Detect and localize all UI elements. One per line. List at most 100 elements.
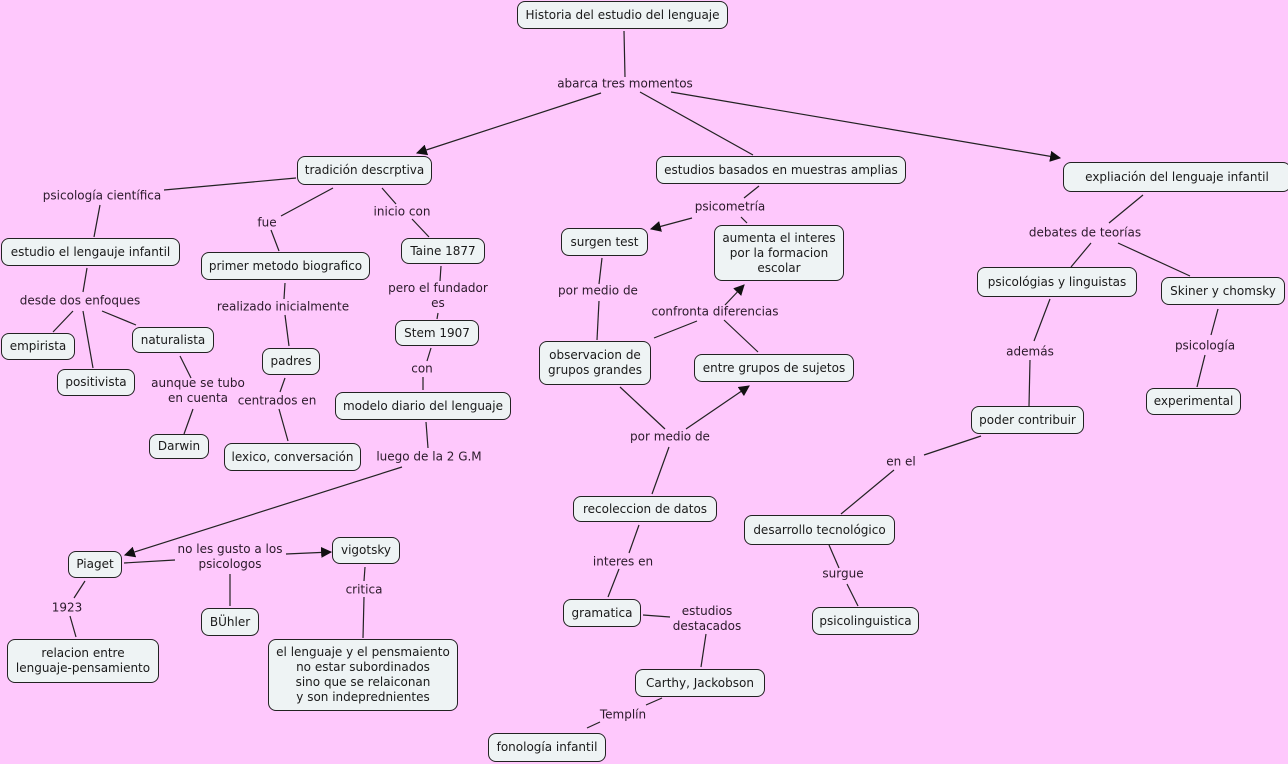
link-line [1028, 359, 1031, 407]
link-line [1108, 194, 1144, 224]
concept-psicolinguistica[interactable]: psicolinguistica [812, 607, 919, 635]
concept-poder-contribuir[interactable]: poder contribuir [971, 406, 1084, 434]
link-phrase[interactable]: pero el fundador es [388, 281, 488, 310]
link-phrase[interactable]: critica [345, 582, 383, 597]
link-line [1070, 242, 1092, 268]
concept-empirista[interactable]: empirista [1, 333, 75, 360]
link-phrase[interactable]: surgue [822, 566, 864, 581]
concept-skiner-chomsky[interactable]: Skiner y chomsky [1161, 277, 1285, 305]
link-line [73, 580, 86, 599]
link-line [651, 446, 670, 495]
concept-primer-metodo-biografico[interactable]: primer metodo biografico [201, 252, 370, 280]
link-phrase[interactable]: 1923 [51, 600, 83, 615]
link-phrase[interactable]: debates de teorías [1028, 225, 1142, 240]
link-phrase[interactable]: psicología [1174, 338, 1236, 353]
link-line [82, 267, 88, 293]
link-phrase[interactable]: Templín [599, 707, 647, 722]
concept-naturalista[interactable]: naturalista [132, 327, 214, 353]
concept-historia[interactable]: Historia del estudio del lenguaje [517, 1, 728, 29]
link-line [439, 265, 442, 282]
concept-expliacion-lenguaje-infantil[interactable]: expliación del lenguaje infantil [1063, 162, 1288, 192]
link-line [598, 257, 603, 285]
link-line [415, 92, 602, 156]
link-line [586, 721, 601, 729]
concept-recoleccion-datos[interactable]: recoleccion de datos [573, 496, 717, 522]
concept-observacion-grupos[interactable]: observacion de grupos grandes [539, 341, 651, 385]
concept-lenguaje-pensamiento-independientes[interactable]: el lenguaje y el pensmaiento no estar su… [268, 639, 458, 711]
link-line [923, 435, 982, 456]
link-phrase[interactable]: por medio de [558, 283, 638, 298]
concept-padres[interactable]: padres [262, 348, 320, 375]
link-line [1196, 354, 1206, 388]
link-line [270, 229, 280, 252]
concept-piaget[interactable]: Piaget [68, 551, 122, 578]
link-phrase[interactable]: aunque se tubo en cuenta [151, 376, 245, 405]
link-line [670, 91, 1062, 162]
link-phrase[interactable]: desde dos enfoques [19, 293, 141, 308]
link-line [283, 282, 286, 300]
concept-fonologia-infantil[interactable]: fonología infantil [488, 733, 606, 762]
link-phrase[interactable]: por medio de [630, 429, 710, 444]
link-line [1033, 298, 1051, 342]
concept-relacion-lenguaje-pensamiento[interactable]: relacion entre lenguaje-pensamiento [7, 639, 159, 683]
link-line [280, 187, 334, 217]
link-line [623, 30, 626, 78]
concept-taine-1877[interactable]: Taine 1877 [401, 238, 485, 264]
concept-carthy-jackobson[interactable]: Carthy, Jackobson [635, 669, 765, 697]
link-phrase[interactable]: además [1006, 344, 1054, 359]
concept-lexico-conversacion[interactable]: lexico, conversación [224, 443, 361, 471]
concept-darwin[interactable]: Darwin [149, 434, 209, 459]
link-phrase[interactable]: realizado inicialmente [216, 299, 350, 314]
link-line [653, 320, 698, 339]
link-line [1210, 308, 1219, 336]
link-phrase[interactable]: fue [257, 215, 277, 230]
link-line [743, 185, 760, 199]
concept-experimental[interactable]: experimental [1146, 388, 1241, 415]
link-line [52, 310, 74, 333]
concept-vigotsky[interactable]: vigotsky [332, 537, 400, 564]
concept-psicologias-linguistas[interactable]: psicológias y linguistas [977, 267, 1137, 297]
concept-surgen-test[interactable]: surgen test [561, 228, 648, 256]
link-line [82, 310, 94, 369]
link-line [278, 408, 289, 442]
link-phrase[interactable]: luego de la 2 G.M [376, 449, 482, 464]
link-phrase[interactable]: con [411, 361, 433, 376]
link-phrase[interactable]: abarca tres momentos [557, 76, 693, 91]
link-line [381, 187, 397, 205]
link-line [685, 385, 750, 430]
link-line [596, 300, 600, 341]
concept-tradicion-descriptiva[interactable]: tradición descrptiva [297, 156, 432, 185]
link-phrase[interactable]: centrados en [237, 393, 317, 408]
link-line [645, 697, 663, 706]
link-line [426, 347, 432, 362]
concept-modelo-diario[interactable]: modelo diario del lenguaje [335, 392, 511, 420]
link-line [362, 596, 365, 639]
link-line [1117, 242, 1191, 277]
concept-positivista[interactable]: positivista [57, 369, 135, 396]
link-line [183, 408, 194, 435]
link-line [279, 377, 286, 393]
concept-estudios-muestras-amplias[interactable]: estudios basados en muestras amplias [656, 156, 906, 184]
concept-desarrollo-tecnologico[interactable]: desarrollo tecnológico [744, 515, 895, 545]
link-line [607, 568, 620, 598]
link-line [619, 386, 666, 430]
link-line [649, 217, 693, 232]
concept-estudio-lenguaje-infantil[interactable]: estudio el lengauje infantil [1, 238, 180, 266]
link-phrase[interactable]: no les gusto a los psicologos [177, 542, 283, 571]
link-phrase[interactable]: psicometría [694, 199, 766, 214]
link-line [828, 544, 840, 569]
link-phrase[interactable]: inicio con [373, 204, 431, 219]
link-line [425, 421, 429, 449]
link-phrase[interactable]: confronta diferencias [651, 304, 779, 319]
concept-entre-grupos-sujetos[interactable]: entre grupos de sujetos [694, 354, 854, 382]
concept-buhler[interactable]: BÜhler [201, 608, 259, 636]
link-phrase[interactable]: psicología científica [42, 188, 162, 203]
concept-aumenta-interes[interactable]: aumenta el interes por la formacion esco… [714, 225, 844, 281]
link-line [436, 312, 439, 320]
link-phrase[interactable]: en el [886, 454, 916, 469]
link-phrase[interactable]: interes en [592, 554, 654, 569]
concept-stem-1907[interactable]: Stem 1907 [395, 320, 479, 346]
link-phrase[interactable]: estudios destacados [672, 604, 742, 633]
concept-gramatica[interactable]: gramatica [563, 599, 641, 627]
